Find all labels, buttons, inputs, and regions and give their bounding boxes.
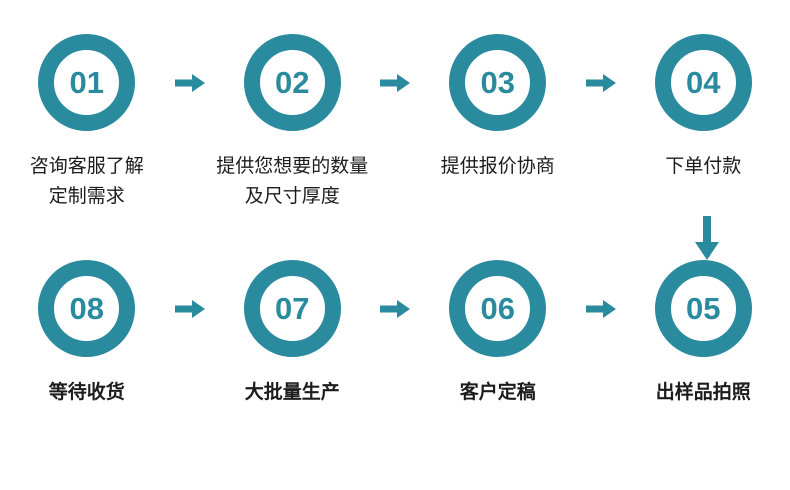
step-circle-08: 08 xyxy=(38,260,136,357)
step-number-04: 04 xyxy=(686,65,721,100)
step-label-03: 提供报价协商 xyxy=(440,155,555,177)
arrow-right-icon xyxy=(585,34,617,131)
arrow-right-icon xyxy=(379,260,411,357)
step-circle-05: 05 xyxy=(654,260,752,357)
flow-row-top: 01 咨询客服了解 定制需求 02 提供您想要的数量 及尺寸厚度 03 提供报价… xyxy=(0,34,790,211)
arrow-right-icon xyxy=(174,34,206,131)
step-number-06: 06 xyxy=(480,291,515,326)
step-label-08: 等待收货 xyxy=(48,381,125,403)
flow-step-06: 06 客户定稿 xyxy=(411,260,585,407)
step-circle-04: 04 xyxy=(654,34,752,131)
step-number-02: 02 xyxy=(275,65,310,100)
flow-step-08: 08 等待收货 xyxy=(0,260,174,407)
arrow-right-icon xyxy=(174,260,206,357)
flow-step-01: 01 咨询客服了解 定制需求 xyxy=(0,34,174,211)
step-number-01: 01 xyxy=(69,65,104,100)
step-label-05: 出样品拍照 xyxy=(655,381,751,403)
step-label-04: 下单付款 xyxy=(665,155,742,177)
flow-step-03: 03 提供报价协商 xyxy=(411,34,585,181)
flow-step-04: 04 下单付款 xyxy=(617,34,790,181)
step-circle-03: 03 xyxy=(449,34,547,131)
step-circle-02: 02 xyxy=(243,34,341,131)
step-label-06: 客户定稿 xyxy=(459,381,536,403)
step-label-02: 提供您想要的数量 及尺寸厚度 xyxy=(216,155,369,207)
step-number-08: 08 xyxy=(69,291,104,326)
flow-step-02: 02 提供您想要的数量 及尺寸厚度 xyxy=(206,34,380,211)
step-number-05: 05 xyxy=(686,291,721,326)
step-number-07: 07 xyxy=(275,291,310,326)
step-circle-06: 06 xyxy=(449,260,547,357)
arrow-down-icon xyxy=(692,216,722,260)
flow-row-bottom: 08 等待收货 07 大批量生产 06 客户定稿 xyxy=(0,260,790,407)
arrow-right-icon xyxy=(379,34,411,131)
flow-step-07: 07 大批量生产 xyxy=(206,260,380,407)
step-number-03: 03 xyxy=(480,65,515,100)
step-circle-01: 01 xyxy=(38,34,136,131)
arrow-right-icon xyxy=(585,260,617,357)
step-circle-07: 07 xyxy=(243,260,341,357)
step-label-07: 大批量生产 xyxy=(244,381,340,403)
step-label-01: 咨询客服了解 定制需求 xyxy=(29,155,144,207)
flow-step-05: 05 出样品拍照 xyxy=(617,260,790,407)
